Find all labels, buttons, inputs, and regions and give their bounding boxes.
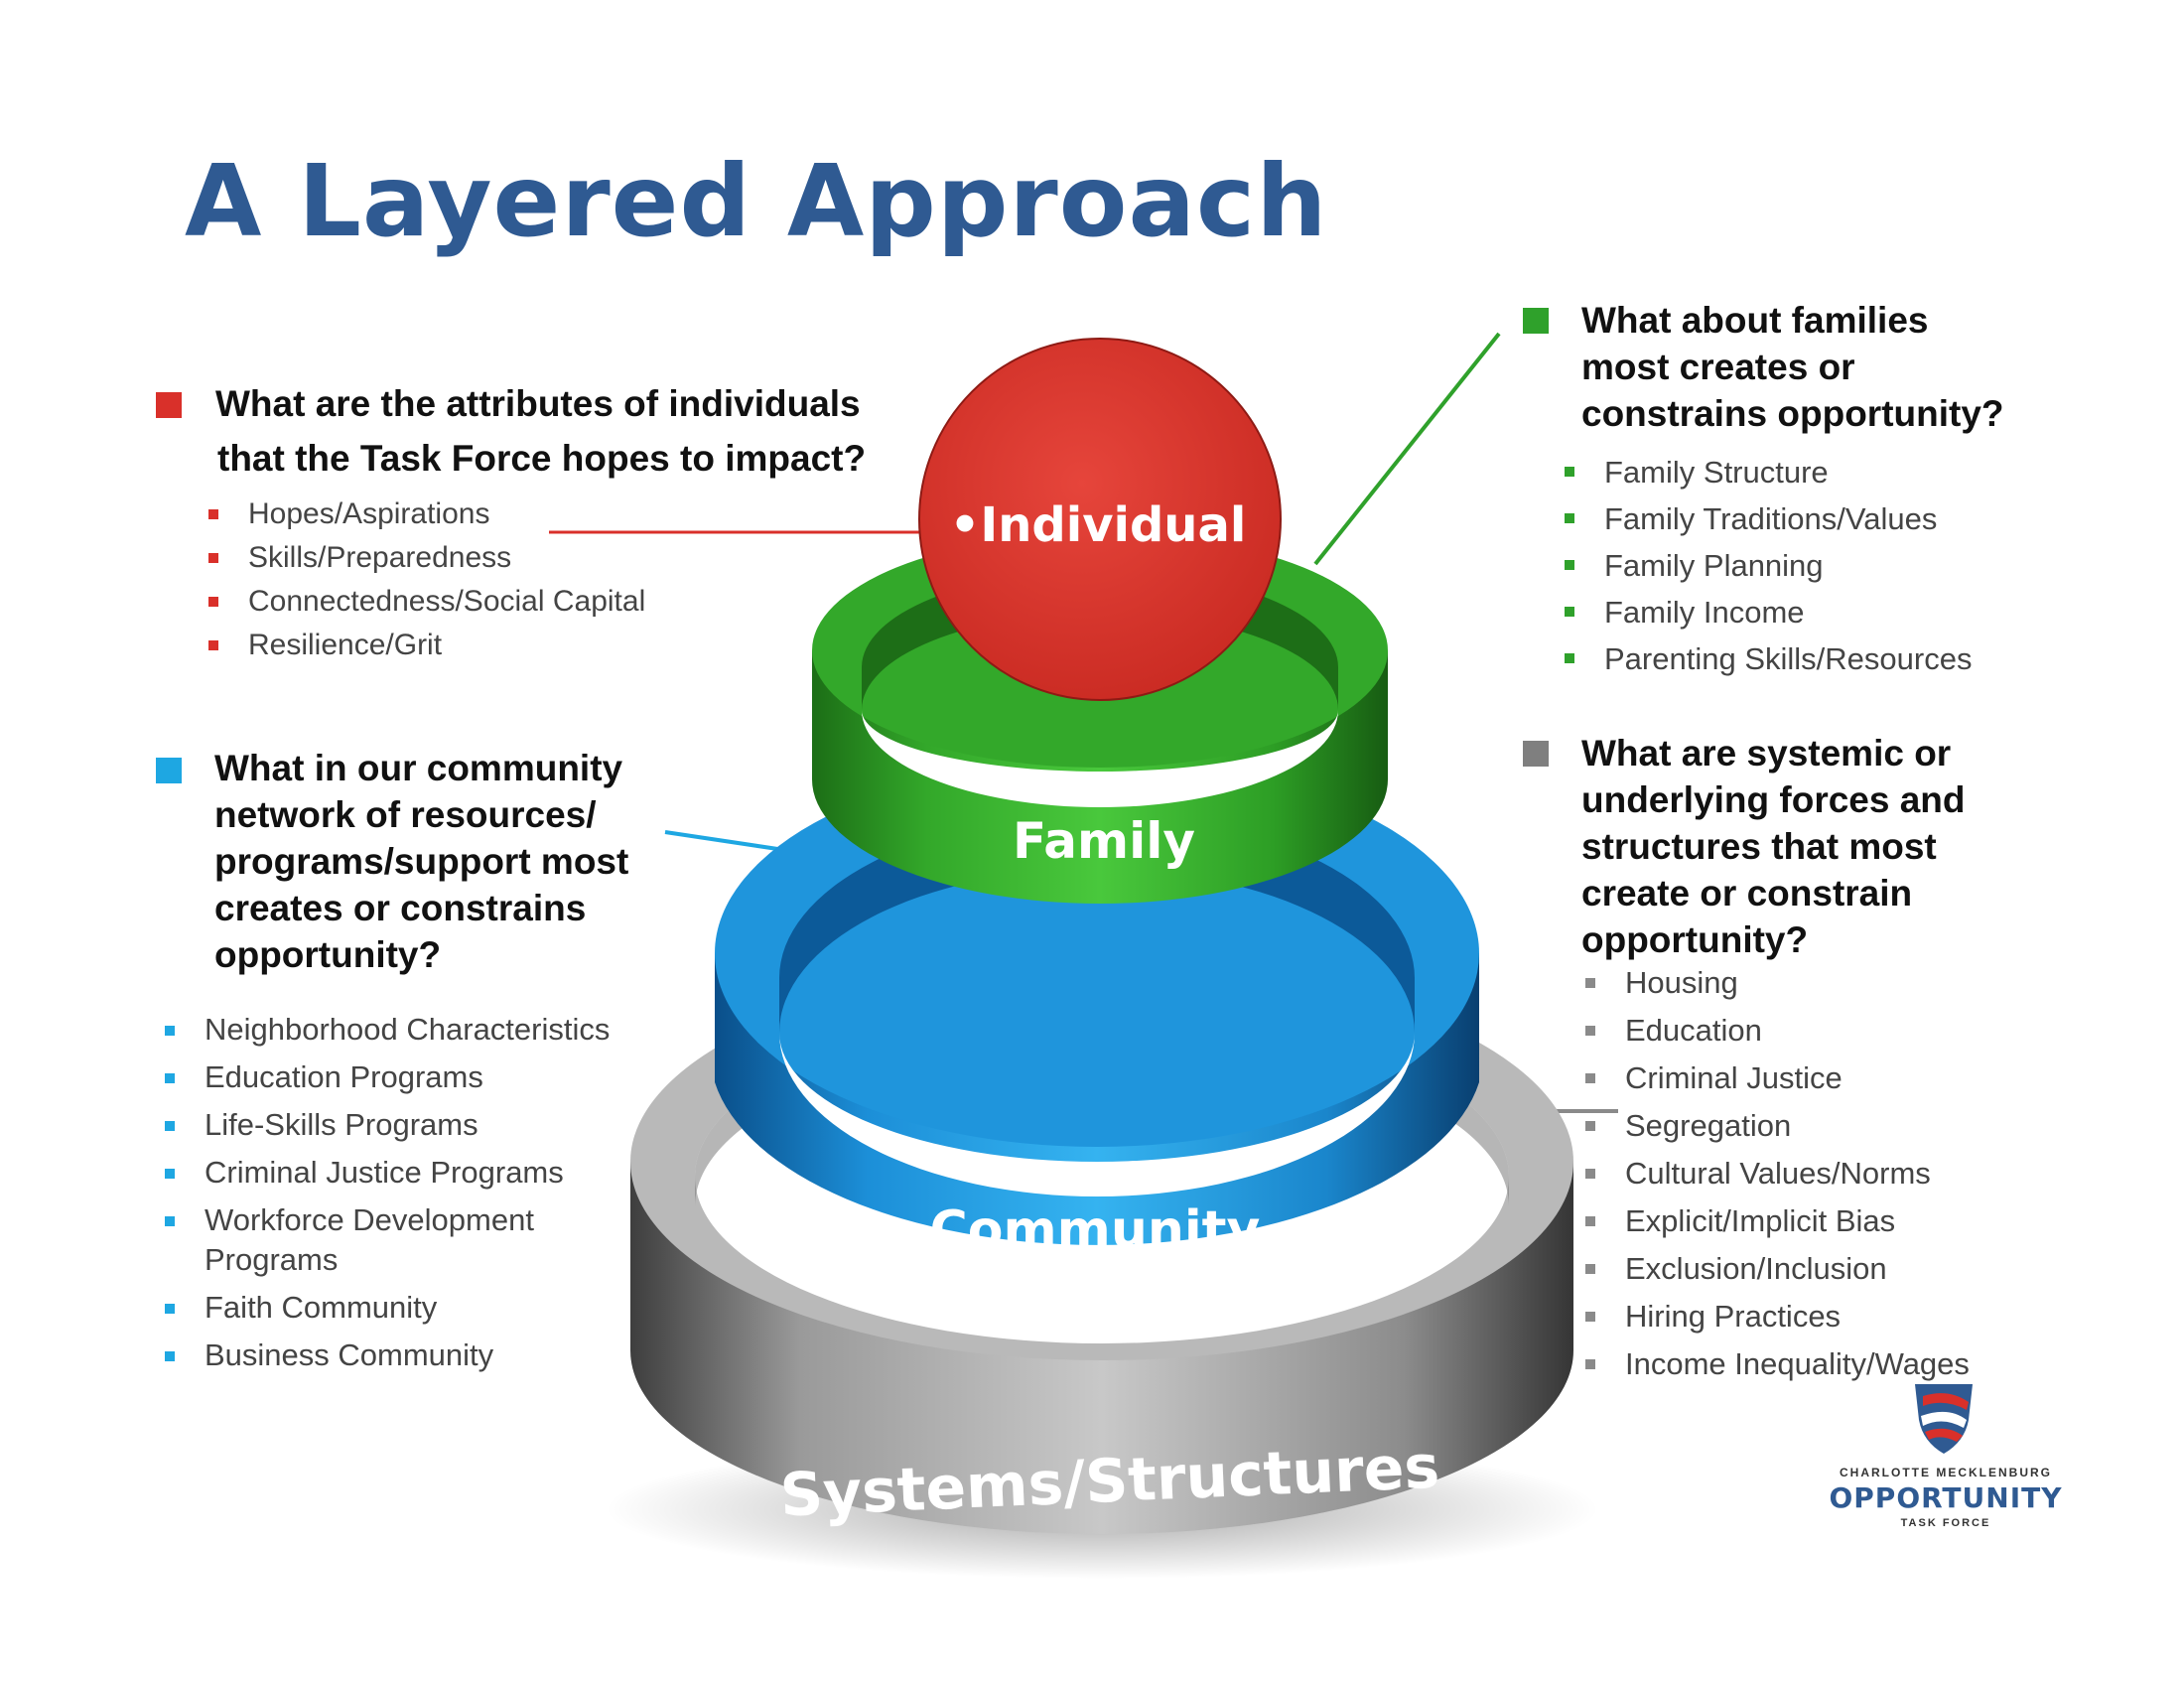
list-item: Faith Community — [165, 1288, 671, 1328]
family-question-line: most creates or — [1581, 347, 1855, 387]
list-item: Income Inequality/Wages — [1585, 1340, 2141, 1388]
opportunity-task-force-logo: CHARLOTTE MECKLENBURG OPPORTUNITY TASK F… — [1817, 1380, 2075, 1539]
family-factor-list: Family Structure Family Traditions/Value… — [1565, 449, 2120, 682]
community-color-marker — [156, 758, 182, 783]
community-question-line: creates or constrains — [214, 888, 587, 928]
family-color-marker — [1523, 308, 1549, 334]
list-item: Family Income — [1565, 589, 2120, 635]
systems-color-marker — [1523, 741, 1549, 767]
community-question-line: What in our community — [214, 748, 623, 788]
list-item: Neighborhood Characteristics — [165, 1010, 671, 1050]
logo-sub-text: TASK FORCE — [1900, 1517, 1991, 1529]
list-item: Parenting Skills/Resources — [1565, 635, 2120, 682]
community-question-line: programs/support most — [214, 841, 629, 882]
community-question-line: opportunity? — [214, 934, 442, 975]
list-item: Explicit/Implicit Bias — [1585, 1197, 2141, 1245]
community-resource-list: Neighborhood Characteristics Education P… — [165, 1010, 671, 1383]
logo-main-text: OPPORTUNITY — [1829, 1481, 2063, 1514]
list-item: Workforce Development Programs — [165, 1200, 602, 1280]
logo-top-text: CHARLOTTE MECKLENBURG — [1840, 1466, 2052, 1479]
community-question: What in our community network of resourc… — [214, 745, 691, 978]
list-item: Exclusion/Inclusion — [1585, 1245, 2141, 1293]
individual-circle — [918, 338, 1282, 701]
systems-question: What are systemic or underlying forces a… — [1581, 730, 2137, 963]
list-item: Criminal Justice Programs — [165, 1153, 671, 1193]
list-item: Criminal Justice — [1585, 1055, 2141, 1102]
family-question: What about families most creates or cons… — [1581, 297, 2137, 437]
list-item: Segregation — [1585, 1102, 2141, 1150]
list-item: Housing — [1585, 959, 2141, 1007]
list-item: Education Programs — [165, 1057, 671, 1097]
list-item: Connectedness/Social Capital — [208, 580, 725, 624]
individual-question-line-1: What are the attributes of individuals — [215, 383, 861, 424]
systems-question-line: What are systemic or — [1581, 733, 1952, 774]
list-item: Cultural Values/Norms — [1585, 1150, 2141, 1197]
list-item: Family Planning — [1565, 542, 2120, 589]
systems-question-line: structures that most — [1581, 826, 1937, 867]
systems-question-line: create or constrain — [1581, 873, 1913, 914]
page-title: A Layered Approach — [185, 143, 1328, 259]
list-item: Skills/Preparedness — [208, 536, 725, 580]
systems-question-line: opportunity? — [1581, 919, 1809, 960]
systems-question-line: underlying forces and — [1581, 779, 1966, 820]
family-question-line: constrains opportunity? — [1581, 393, 2004, 434]
individual-question-line-2: that the Task Force hopes to impact? — [217, 438, 867, 479]
list-item: Resilience/Grit — [208, 624, 725, 667]
community-question-line: network of resources/ — [214, 794, 597, 835]
individual-label: •Individual — [950, 497, 1247, 553]
systems-force-list: Housing Education Criminal Justice Segre… — [1585, 959, 2141, 1388]
shield-emblem-icon — [1915, 1384, 1973, 1454]
list-item: Business Community — [165, 1336, 671, 1375]
list-item: Family Structure — [1565, 449, 2120, 495]
individual-attribute-list: Hopes/Aspirations Skills/Preparedness Co… — [208, 492, 725, 667]
individual-color-marker — [156, 392, 182, 418]
family-question-line: What about families — [1581, 300, 1929, 341]
list-item: Education — [1585, 1007, 2141, 1055]
family-label: Family — [1013, 812, 1195, 870]
list-item: Hopes/Aspirations — [208, 492, 725, 536]
community-label: Community — [930, 1200, 1261, 1260]
list-item: Hiring Practices — [1585, 1293, 2141, 1340]
list-item: Family Traditions/Values — [1565, 495, 2120, 542]
list-item: Life-Skills Programs — [165, 1105, 671, 1145]
community-connector-line — [664, 830, 785, 852]
family-connector-line — [1313, 332, 1501, 566]
